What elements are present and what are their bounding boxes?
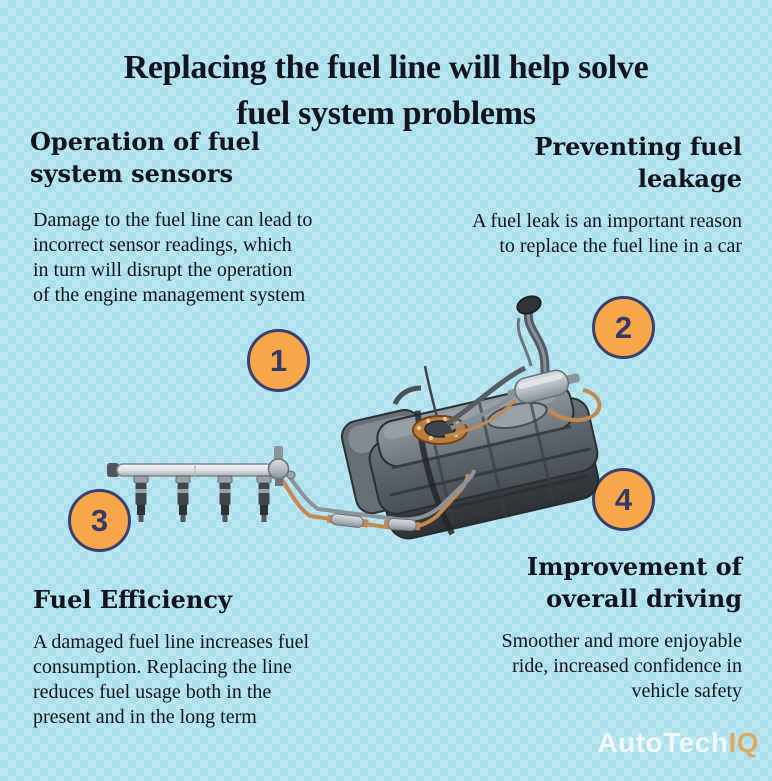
fuel-system-illustration: [107, 295, 602, 540]
section-sensors-heading: Operation of fuel system sensors: [30, 127, 261, 188]
section-leakage-heading: Preventing fuel leakage: [534, 132, 742, 193]
section-driving-body: Smoother and more enjoyable ride, increa…: [501, 630, 743, 702]
step-badge-3: 3: [68, 489, 131, 552]
step-badge-4: 4: [592, 468, 655, 531]
fuel-injector: [256, 475, 272, 522]
step-badge-2: 2: [592, 296, 655, 359]
section-efficiency: Fuel Efficiency A damaged fuel line incr…: [33, 584, 309, 728]
section-driving-heading: Improvement of overall driving: [526, 552, 742, 613]
fuel-filter: [507, 369, 602, 422]
page-title: Replacing the fuel line will help solve …: [123, 48, 649, 132]
pressure-regulator: [267, 446, 296, 486]
autotechiq-logo: AutoTechIQ: [597, 727, 759, 759]
logo-text-accent: IQ: [728, 727, 759, 758]
section-sensors-body: Damage to the fuel line can lead to inco…: [33, 209, 313, 306]
section-driving: Improvement of overall driving Smoother …: [502, 551, 743, 702]
fuel-injector: [175, 475, 191, 522]
fuel-injector: [133, 475, 149, 522]
section-sensors: Operation of fuel system sensors Damage …: [30, 126, 312, 306]
line-coupler: [383, 517, 421, 532]
logo-text-primary: AutoTech: [597, 727, 729, 758]
section-efficiency-body: A damaged fuel line increases fuel consu…: [33, 631, 309, 728]
section-leakage-body: A fuel leak is an important reason to re…: [472, 210, 742, 257]
section-leakage: Preventing fuel leakage A fuel leak is a…: [472, 131, 742, 257]
fuel-pump-module: [412, 365, 468, 445]
fuel-injector: [217, 475, 233, 522]
fuel-lines: [280, 469, 476, 532]
step-badge-1: 1: [247, 329, 310, 392]
fuel-rail: [107, 446, 296, 522]
line-coupler: [326, 513, 369, 528]
section-efficiency-heading: Fuel Efficiency: [33, 585, 232, 614]
